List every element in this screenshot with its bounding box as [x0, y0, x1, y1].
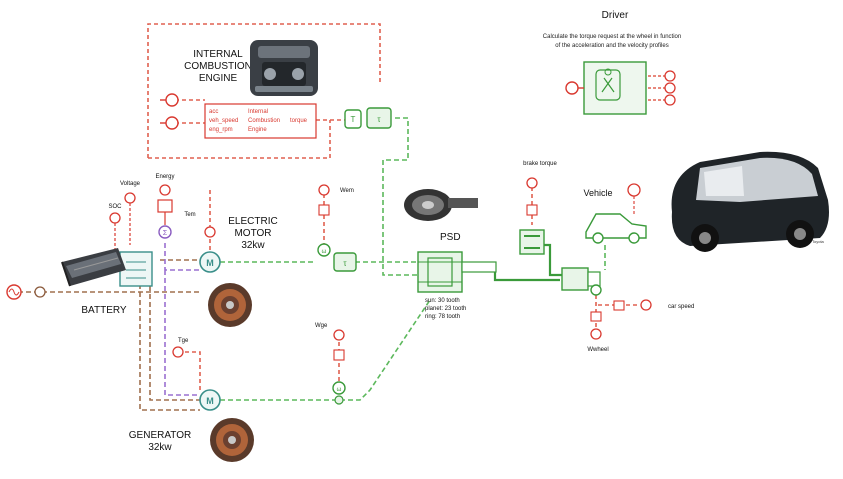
power-split-device-icon: [404, 189, 478, 221]
vehicle-label: Vehicle: [583, 188, 612, 198]
brake-block[interactable]: [519, 229, 545, 255]
em-speed-sensor[interactable]: ω: [317, 243, 331, 257]
ice-torque-source[interactable]: T: [344, 109, 362, 129]
driver-output-sensors: [664, 70, 676, 106]
soc-label: SOC: [108, 204, 122, 210]
car-speed-label: car speed: [668, 304, 694, 310]
ice-title-line-1: INTERNAL: [193, 49, 243, 60]
battery-pack-icon: [61, 248, 126, 287]
vehicle-block[interactable]: [585, 213, 647, 244]
brake-torque-label: brake torque: [523, 161, 557, 167]
driver-block[interactable]: [583, 61, 647, 115]
tem-sensor: [204, 226, 216, 238]
psd-block[interactable]: [417, 251, 497, 293]
em-shaft-connector[interactable]: τ: [333, 252, 357, 272]
driver-title: Driver: [602, 10, 629, 21]
svg-text:τ: τ: [343, 259, 347, 268]
psd-spec-ring: ring: 78 tooth: [425, 314, 460, 320]
wem-label: Wem: [340, 188, 354, 194]
electric-motor-line-3: 32kw: [241, 240, 265, 251]
vehicle-sensor: [627, 183, 641, 214]
svg-text:τ: τ: [377, 115, 381, 124]
electric-motor-block[interactable]: M: [199, 251, 221, 273]
tem-label: Tem: [184, 212, 195, 218]
ice-title: INTERNAL COMBUSTION ENGINE: [184, 49, 252, 84]
electric-motor-line-1: ELECTRIC: [228, 216, 277, 227]
tge-sensor: [172, 346, 184, 358]
ge-shaft-node: [334, 395, 344, 405]
engine-icon: [250, 40, 318, 96]
psd-spec-sun: sun: 30 tooth: [425, 298, 460, 304]
car-icon: [671, 151, 829, 252]
driver-input-sensor: [565, 81, 584, 95]
ice-output-torque: torque: [290, 118, 308, 124]
ice-sensor-acc: [160, 93, 179, 107]
voltage-label: Voltage: [120, 181, 141, 187]
driver-description: Calculate the torque request at the whee…: [543, 34, 681, 49]
wge-sensor: [333, 329, 345, 361]
purple-sensor: Σ: [158, 225, 172, 239]
generator-line-2: 32kw: [148, 442, 172, 453]
ice-block-name-1: Internal: [248, 109, 268, 115]
wheel-block[interactable]: [590, 284, 602, 296]
soc-sensor: [109, 212, 121, 250]
generator-line-1: GENERATOR: [129, 430, 191, 441]
brake-sensor: [526, 177, 538, 216]
generator-block[interactable]: M: [199, 389, 221, 411]
psd-spec-planet: planet: 23 tooth: [425, 306, 466, 312]
energy-label: Energy: [155, 174, 174, 180]
electric-motor-icon: [208, 283, 252, 327]
ice-title-line-3: ENGINE: [199, 73, 238, 84]
voltage-sensor: [124, 192, 136, 245]
ice-block-name-3: Engine: [248, 127, 267, 133]
ice-shaft-connector[interactable]: τ: [366, 107, 392, 129]
psd-specs: sun: 30 tooth planet: 23 tooth ring: 78 …: [425, 298, 466, 320]
svg-text:M: M: [206, 258, 214, 268]
svg-text:ω: ω: [337, 387, 342, 393]
ice-block[interactable]: acc veh_speed eng_rpm Internal Combustio…: [204, 103, 317, 139]
svg-text:T: T: [351, 115, 356, 124]
wwheel-label: Wwheel: [587, 347, 608, 353]
svg-text:M: M: [206, 396, 214, 406]
car-speed-sensor: [613, 299, 652, 311]
tge-label: Tge: [178, 338, 189, 344]
svg-text:Σ: Σ: [163, 230, 168, 237]
ge-speed-sensor[interactable]: ω: [332, 381, 346, 395]
wem-sensor: [318, 184, 330, 216]
ice-input-veh-speed: veh_speed: [209, 118, 238, 124]
source-sensor: [6, 284, 22, 300]
generator-title: GENERATOR 32kw: [129, 430, 191, 453]
wge-label: Wge: [315, 323, 328, 329]
photo-credit: Toyota: [812, 239, 825, 244]
generator-icon: [210, 418, 254, 462]
driver-desc-line-1: Calculate the torque request at the whee…: [543, 34, 681, 40]
electric-motor-line-2: MOTOR: [234, 228, 271, 239]
ice-sensor-speed: [160, 116, 179, 130]
ice-input-acc: acc: [209, 109, 218, 115]
wwheel-sensor: [590, 311, 602, 340]
driver-desc-line-2: of the acceleration and the velocity pro…: [555, 43, 668, 49]
ice-input-eng-rpm: eng_rpm: [209, 127, 233, 133]
ice-block-name-2: Combustion: [248, 118, 280, 124]
final-drive-block[interactable]: [561, 267, 601, 291]
electric-motor-title: ELECTRIC MOTOR 32kw: [228, 216, 277, 251]
energy-sensor: [157, 184, 173, 225]
battery-label: BATTERY: [81, 305, 127, 316]
temperature-sensor: [34, 286, 46, 298]
psd-label: PSD: [440, 232, 461, 243]
svg-text:ω: ω: [322, 249, 327, 255]
ice-title-line-2: COMBUSTION: [184, 61, 252, 72]
